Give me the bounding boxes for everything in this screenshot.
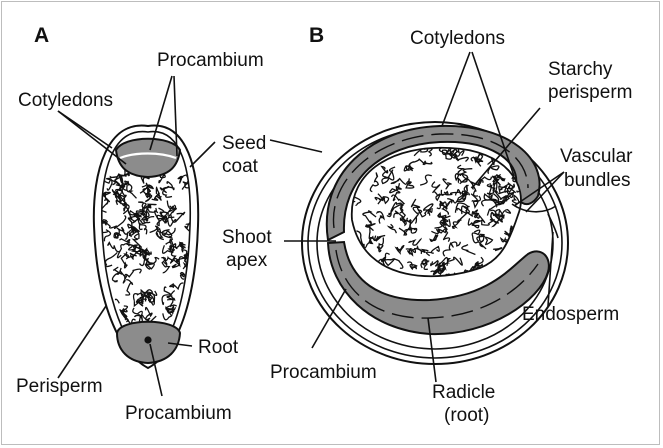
texture-stroke <box>134 210 145 225</box>
texture-stroke <box>87 280 110 290</box>
label-seed-coat-a-2: coat <box>222 156 259 177</box>
texture-stroke <box>98 192 110 198</box>
texture-stroke <box>499 255 506 270</box>
texture-stroke <box>99 200 108 212</box>
label-starchy-b-1: Starchy <box>548 59 613 80</box>
texture-stroke <box>152 194 161 201</box>
texture-stroke <box>139 225 146 235</box>
label-procambium-a-top: Procambium <box>157 50 264 71</box>
texture-stroke <box>105 253 117 267</box>
procambium-dot-a <box>144 336 151 343</box>
texture-stroke <box>161 258 169 273</box>
texture-stroke <box>125 280 132 295</box>
label-vascular-b-1: Vascular <box>560 146 633 167</box>
texture-stroke <box>128 218 139 231</box>
cotyledons-shape-a <box>116 139 180 177</box>
label-radicle-b-2: (root) <box>444 405 489 426</box>
texture-stroke <box>133 308 143 321</box>
panel-a-seed <box>58 76 215 396</box>
texture-stroke <box>150 226 161 235</box>
panel-b-seed <box>270 52 568 382</box>
panel-a-letter: A <box>34 24 49 47</box>
texture-stroke <box>108 243 120 252</box>
label-radicle-b-1: Radicle <box>432 382 495 403</box>
label-shoot-b-1: Shoot <box>222 227 272 248</box>
texture-stroke <box>141 177 149 183</box>
panel-b-letter: B <box>309 24 324 47</box>
texture-stroke <box>105 216 126 229</box>
texture-stroke <box>104 180 112 190</box>
texture-stroke <box>353 256 364 266</box>
texture-stroke <box>114 230 121 238</box>
texture-stroke <box>363 264 381 271</box>
label-cotyledons-b: Cotyledons <box>410 28 505 49</box>
texture-stroke <box>169 212 185 222</box>
texture-stroke <box>145 190 151 201</box>
label-procambium-a-bottom: Procambium <box>125 403 232 424</box>
texture-stroke <box>501 254 515 264</box>
label-endosperm-b: Endosperm <box>522 304 619 325</box>
label-procambium-b: Procambium <box>270 362 377 383</box>
texture-stroke <box>163 301 186 320</box>
label-seed-coat-a-1: Seed <box>222 133 266 154</box>
texture-stroke <box>367 265 379 273</box>
texture-stroke <box>123 269 141 283</box>
texture-stroke <box>119 183 132 190</box>
texture-stroke <box>160 182 174 193</box>
label-vascular-b-2: bundles <box>564 170 631 191</box>
label-perisperm-a: Perisperm <box>16 376 103 397</box>
texture-stroke <box>170 283 184 289</box>
label-shoot-b-2: apex <box>226 250 268 271</box>
texture-stroke <box>477 274 486 281</box>
texture-stroke <box>420 276 430 287</box>
label-cotyledons-a: Cotyledons <box>18 90 113 111</box>
label-starchy-b-2: perisperm <box>548 82 632 103</box>
label-root-a: Root <box>198 337 239 358</box>
